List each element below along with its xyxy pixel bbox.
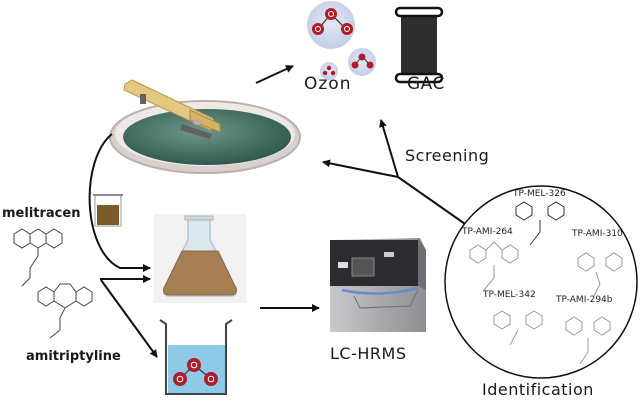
tp-label: TP-AMI-264 xyxy=(462,227,513,237)
ozon-label: Ozon xyxy=(304,74,352,94)
screening-label: Screening xyxy=(405,146,490,165)
flask-icon xyxy=(154,214,246,303)
melitracen-label: melitracen xyxy=(2,206,81,221)
flow-curve xyxy=(88,133,151,272)
identification-label: Identification xyxy=(482,380,594,399)
lchrms-instrument-icon xyxy=(330,238,426,332)
arrow-to-ozone-beaker xyxy=(100,279,158,358)
gac-label: GAC xyxy=(407,74,445,94)
identification-circle xyxy=(444,185,638,379)
tp-structures-icon xyxy=(469,201,623,365)
amitriptyline-label: amitriptyline xyxy=(26,349,121,364)
tp-label: TP-AMI-294b xyxy=(556,295,613,305)
molecule-structures-icon xyxy=(13,228,93,339)
ozone-beaker-icon xyxy=(159,319,233,395)
arrow-to-treatment xyxy=(255,65,294,84)
screening-arrows xyxy=(322,119,469,227)
gac-column-icon xyxy=(394,6,444,84)
tp-label: TP-MEL-342 xyxy=(483,290,536,300)
clarifier-tank-icon xyxy=(109,79,301,174)
tp-label: TP-AMI-310 xyxy=(572,229,623,239)
ozone-molecules-icon xyxy=(307,1,376,80)
lchrms-label: LC-HRMS xyxy=(330,344,407,363)
wastewater-sample-icon xyxy=(93,194,123,227)
tp-label: TP-MEL-326 xyxy=(513,189,566,199)
